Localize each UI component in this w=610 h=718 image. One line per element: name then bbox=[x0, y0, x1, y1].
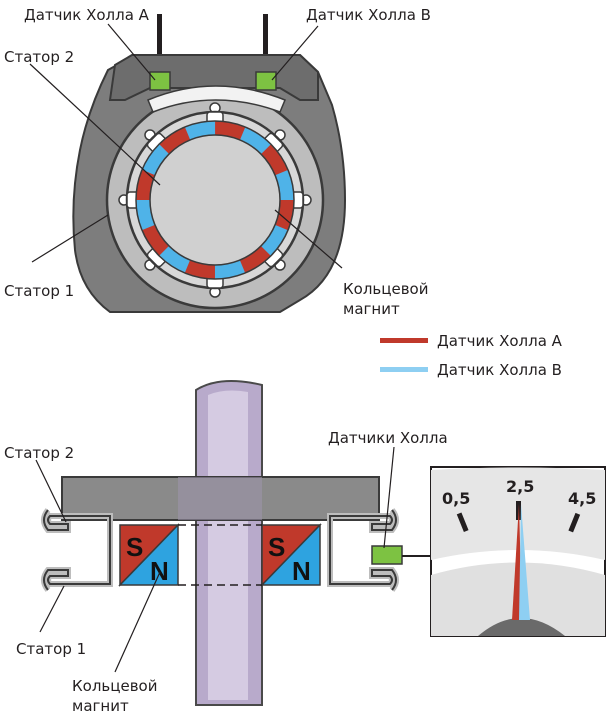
gauge-label-right: 4,5 bbox=[568, 489, 596, 508]
hall-b-wire bbox=[263, 14, 268, 74]
flux-plate bbox=[147, 85, 286, 113]
sensor-bracket bbox=[108, 54, 319, 101]
hall-b-sensor bbox=[255, 71, 277, 91]
label-stator2-top: Статор 2 bbox=[4, 48, 74, 66]
gauge-tick-mid bbox=[516, 501, 521, 520]
label-ring-magnet-bottom-line1: Кольцевой bbox=[72, 677, 157, 695]
pole-n-left: N bbox=[150, 556, 169, 586]
magnet-right bbox=[260, 523, 322, 587]
top-view bbox=[29, 14, 347, 313]
stator-right bbox=[327, 508, 399, 592]
section-leaders bbox=[35, 446, 395, 673]
pole-s-right: S bbox=[268, 532, 285, 562]
label-stator1-top: Статор 1 bbox=[4, 282, 74, 300]
label-hall-sensors: Датчики Холла bbox=[328, 429, 448, 447]
label-stator1-bottom: Статор 1 bbox=[16, 640, 86, 658]
legend-b-label: Датчик Холла B bbox=[437, 361, 562, 379]
label-stator2-bottom: Статор 2 bbox=[4, 444, 74, 462]
gauge-label-left: 0,5 bbox=[442, 489, 470, 508]
pole-n-right: N bbox=[292, 556, 311, 586]
hall-a-wire bbox=[157, 14, 162, 74]
stator-left bbox=[41, 508, 113, 592]
section-hall-sensor bbox=[371, 545, 403, 565]
legend: Датчик Холла A Датчик Холла B bbox=[380, 332, 563, 379]
legend-b-swatch bbox=[380, 367, 428, 372]
hall-a-sensor bbox=[149, 71, 171, 91]
label-ring-magnet-top-line2: магнит bbox=[343, 300, 400, 318]
gauge-tick-left bbox=[456, 512, 469, 533]
label-hall-b: Датчик Холла B bbox=[306, 6, 431, 24]
pole-s-left: S bbox=[126, 532, 143, 562]
gauge-label-mid: 2,5 bbox=[506, 477, 534, 496]
magnet-left bbox=[118, 523, 180, 587]
legend-a-label: Датчик Холла A bbox=[437, 332, 563, 350]
gauge-needle-b bbox=[519, 504, 530, 620]
legend-a-swatch bbox=[380, 338, 428, 343]
gauge-hub bbox=[478, 618, 565, 636]
top-leaders bbox=[29, 23, 343, 269]
shaft-highlight bbox=[208, 390, 248, 700]
section-view: S N S N bbox=[35, 380, 430, 706]
ring-magnet-top bbox=[135, 120, 295, 280]
rotor-disc-shaft-overlay bbox=[178, 477, 262, 520]
gauge: 0,5 2,5 4,5 bbox=[430, 466, 606, 637]
label-hall-a: Датчик Холла A bbox=[24, 6, 150, 24]
label-ring-magnet-top-line1: Кольцевой bbox=[343, 280, 428, 298]
label-ring-magnet-bottom-line2: магнит bbox=[72, 697, 129, 715]
gauge-tick-right bbox=[568, 512, 581, 533]
